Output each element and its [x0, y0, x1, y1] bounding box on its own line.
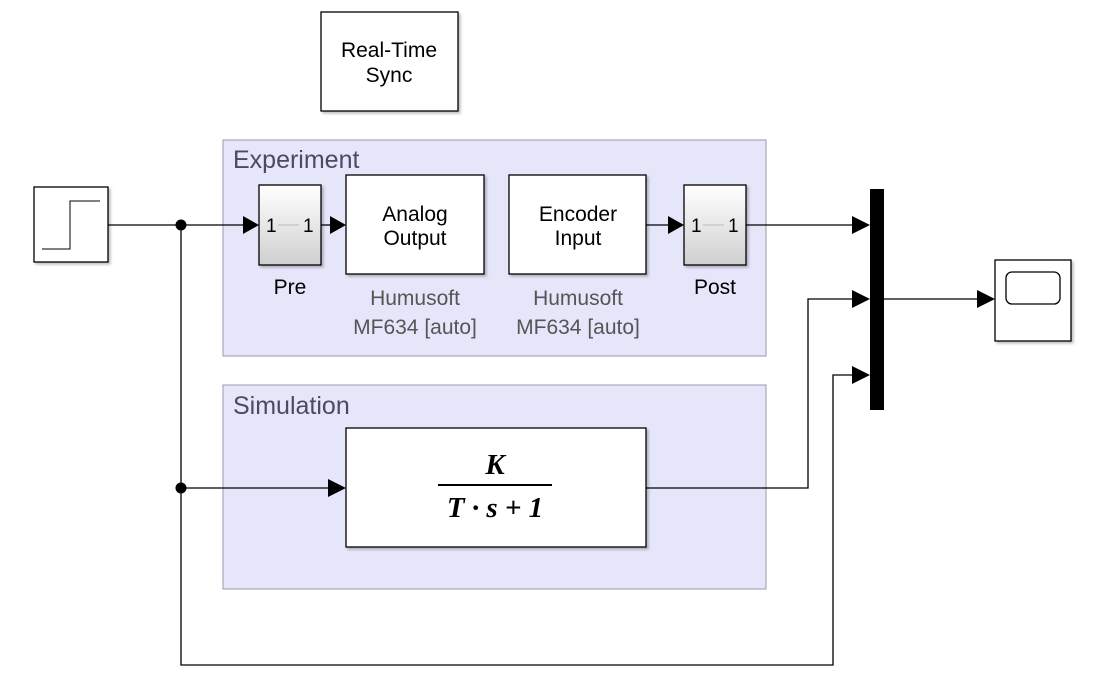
arrow-into-analog: [330, 216, 346, 234]
junctions: [175, 219, 187, 494]
pre-port-out: 1: [303, 216, 314, 237]
mux-bar: [870, 189, 884, 410]
analog-output-sub-line1: Humusoft: [370, 287, 460, 310]
transfer-function-numerator: K: [484, 449, 506, 481]
encoder-input-label-line2: Input: [555, 227, 602, 250]
arrowheads: [243, 216, 995, 497]
post-block[interactable]: 1 1 Post: [683, 184, 747, 299]
arrow-into-scope: [977, 290, 995, 308]
analog-output-block[interactable]: Analog Output Humusoft MF634 [auto]: [345, 174, 485, 339]
junction-dot-top: [175, 219, 187, 231]
transfer-function-block[interactable]: K T · s + 1: [345, 427, 647, 548]
simulation-area-title: Simulation: [233, 392, 350, 420]
arrow-into-mux-3: [852, 366, 870, 384]
encoder-input-block[interactable]: Encoder Input Humusoft MF634 [auto]: [508, 174, 647, 339]
wire-branch-vertical[interactable]: [180, 225, 852, 666]
analog-output-label-line1: Analog: [382, 203, 447, 226]
mux-block[interactable]: [870, 189, 884, 410]
arrow-into-post: [668, 216, 684, 234]
wire-tf-to-mux[interactable]: [646, 298, 852, 489]
realtime-sync-label-line2: Sync: [366, 64, 413, 87]
post-label: Post: [694, 276, 736, 299]
arrow-into-mux-1: [852, 216, 870, 234]
step-block[interactable]: [33, 186, 109, 263]
arrow-into-tf: [328, 479, 346, 497]
junction-dot-middle: [175, 482, 187, 494]
post-port-in: 1: [691, 216, 702, 237]
transfer-function-denominator: T · s + 1: [447, 492, 543, 524]
realtime-sync-label-line1: Real-Time: [341, 39, 437, 62]
pre-block[interactable]: 1 1 Pre: [258, 184, 322, 299]
analog-output-sub-line2: MF634 [auto]: [353, 316, 477, 339]
post-port-out: 1: [728, 216, 739, 237]
analog-output-label-line2: Output: [383, 227, 446, 250]
encoder-input-sub-line2: MF634 [auto]: [516, 316, 640, 339]
scope-block[interactable]: [994, 259, 1072, 342]
experiment-area-title: Experiment: [233, 146, 359, 174]
encoder-input-sub-line1: Humusoft: [533, 287, 623, 310]
pre-label: Pre: [274, 276, 307, 299]
scope-icon: [1005, 271, 1061, 305]
realtime-sync-block[interactable]: Real-Time Sync: [320, 11, 459, 112]
arrow-into-pre: [243, 216, 259, 234]
encoder-input-label-line1: Encoder: [539, 203, 617, 226]
pre-port-in: 1: [266, 216, 277, 237]
arrow-into-mux-2: [852, 290, 870, 308]
step-icon: [42, 200, 100, 250]
